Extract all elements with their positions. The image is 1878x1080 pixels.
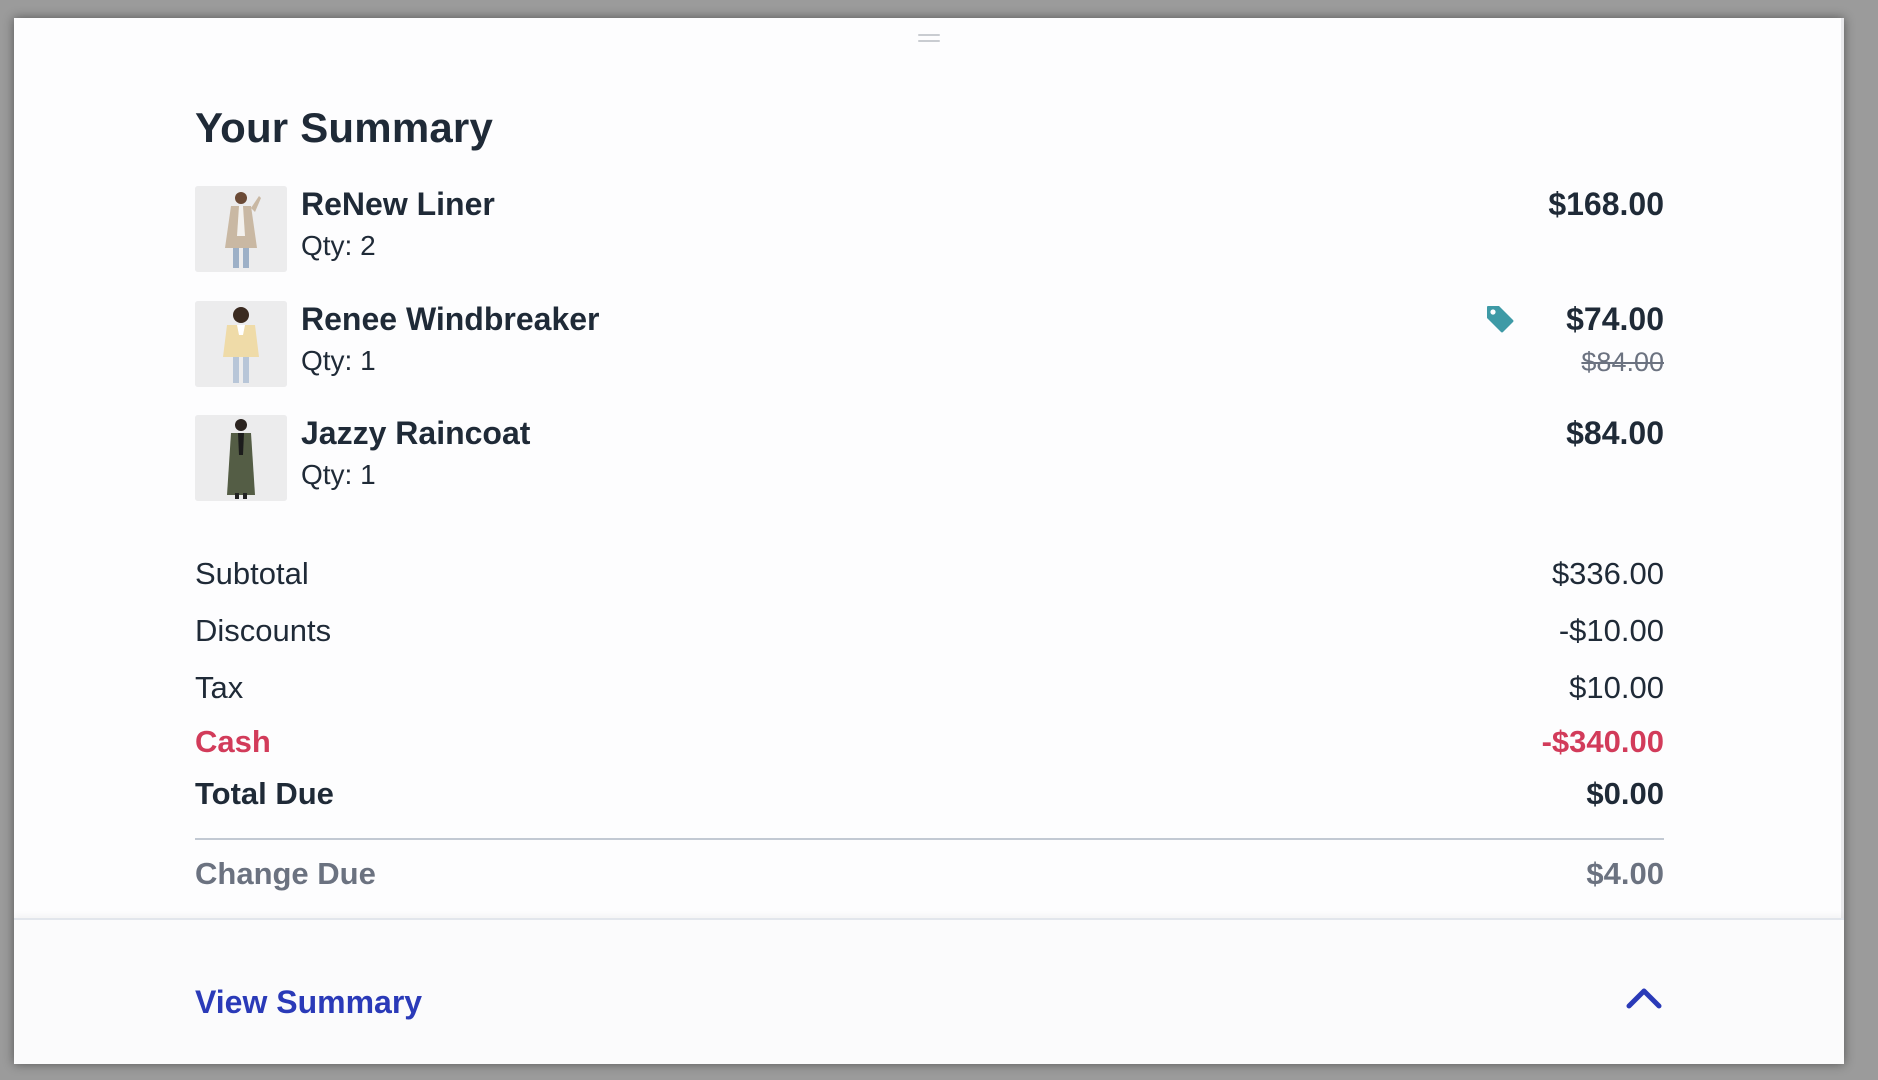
tax-value: $10.00 [1569,670,1664,705]
item-original-price: $84.00 [1581,347,1664,377]
product-image [195,186,287,272]
item-price: $168.00 [1548,186,1664,222]
discounts-value: -$10.00 [1558,613,1664,648]
cash-label: Cash [195,724,271,759]
divider [195,838,1664,840]
summary-footer: View Summary [14,918,1844,1064]
discounts-label: Discounts [195,613,332,648]
cash-value: -$340.00 [1541,724,1664,759]
tag-icon [1484,303,1516,335]
sheet-edge [1841,18,1844,1064]
list-item: Jazzy Raincoat Qty: 1 $84.00 [195,415,1664,501]
product-image [195,301,287,387]
subtotal-label: Subtotal [195,556,309,591]
change-due-value: $4.00 [1586,856,1664,891]
total-due-value: $0.00 [1586,776,1664,811]
item-qty: Qty: 1 [301,345,376,376]
change-due-label: Change Due [195,856,376,891]
subtotal-value: $336.00 [1551,556,1664,591]
chevron-up-icon[interactable] [1624,982,1664,1012]
item-qty: Qty: 1 [301,459,376,490]
view-summary-button[interactable]: View Summary [195,984,423,1020]
item-name: Jazzy Raincoat [301,415,531,451]
item-price: $74.00 [1566,301,1664,337]
item-qty: Qty: 2 [301,230,376,261]
item-price: $84.00 [1566,415,1664,451]
tax-label: Tax [195,670,244,705]
list-item: Renee Windbreaker Qty: 1 $74.00 $84.00 [195,301,1664,387]
summary-sheet: Your Summary ReNew Liner Qty: 2 $168.00 [14,18,1844,1064]
item-name: ReNew Liner [301,186,495,222]
page-title: Your Summary [195,104,494,151]
drag-handle[interactable] [918,34,940,44]
product-image [195,415,287,501]
total-due-label: Total Due [195,776,334,811]
item-name: Renee Windbreaker [301,301,600,337]
list-item: ReNew Liner Qty: 2 $168.00 [195,186,1664,272]
